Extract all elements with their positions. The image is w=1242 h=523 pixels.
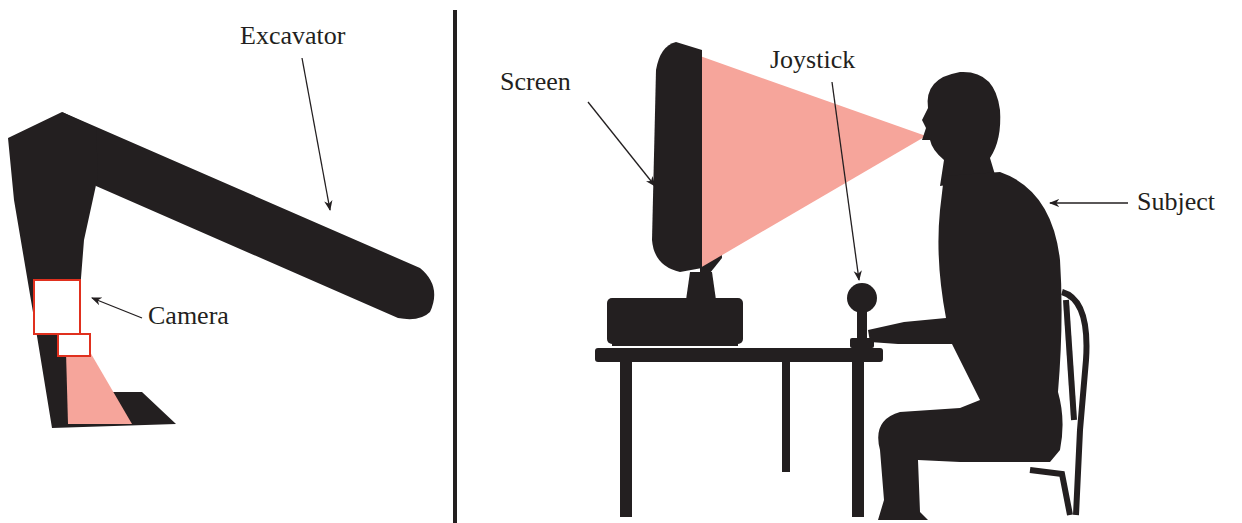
subject [868,72,1063,520]
leader-lines [92,58,1128,318]
camera-body [34,280,80,334]
camera-view-cone [66,352,132,424]
panel-divider [453,10,457,523]
part-label: Joystick [770,44,855,75]
desk [595,348,883,517]
monitor-screen [652,42,702,272]
view-cone [700,56,926,268]
excavator-arm [8,112,434,428]
part-label: Screen [500,66,571,97]
part-label: Subject [1137,186,1215,217]
part-label: Camera [148,300,229,331]
part-label: Excavator [240,20,345,51]
camera-lens [58,334,90,356]
